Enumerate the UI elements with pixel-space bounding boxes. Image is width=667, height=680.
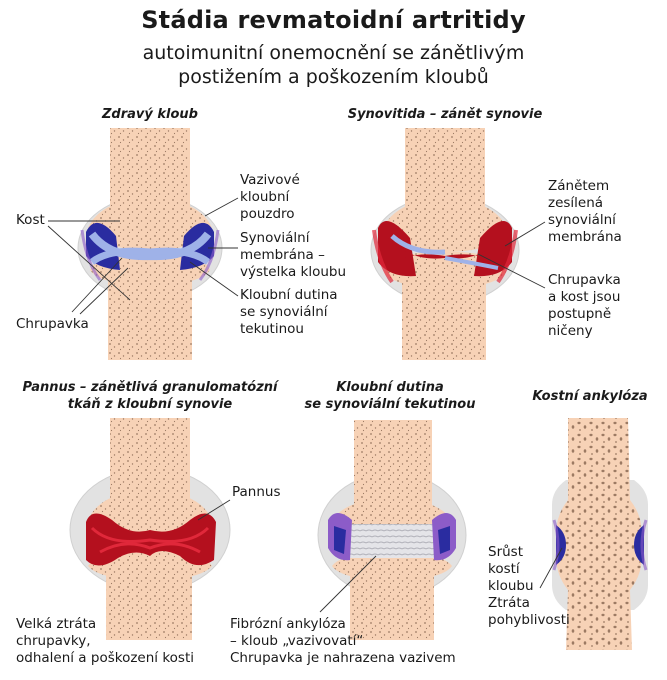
joint-bony — [552, 418, 648, 650]
joint-healthy — [77, 128, 223, 360]
page-subtitle-line1: autoimunitní onemocnění se zánětlivým — [142, 42, 525, 64]
pannus-leader-lines — [197, 499, 231, 521]
panel-title-fibrous-line2: se synoviální tekutinou — [304, 397, 476, 412]
label-cartilage-destroyed: Chrupavka a kost jsou postupně ničeny — [548, 272, 621, 339]
label-bone: Kost — [16, 212, 45, 228]
label-cartilage-loss: Velká ztráta chrupavky, odhalení a poško… — [16, 616, 194, 666]
label-thickened-membrane: Zánětem zesílená synoviální membrána — [548, 178, 622, 245]
panel-title-healthy: Zdravý kloub — [102, 107, 198, 122]
bony-leader-lines — [539, 547, 563, 589]
label-joint-cavity: Kloubní dutina se synoviální tekutinou — [240, 287, 338, 337]
panel-title-fibrous-line1: Kloubní dutina — [336, 380, 444, 395]
joint-fibrous — [317, 420, 467, 640]
panel-title-pannus-line1: Pannus – zánětlivá granulomatózní — [22, 380, 278, 395]
label-synovial-membrane: Synoviální membrána – výstelka kloubu — [240, 230, 347, 280]
page-subtitle-line2: postižením a poškozením kloubů — [178, 66, 489, 88]
synovitis-leader-lines — [477, 221, 546, 289]
panel-title-synovitis: Synovitida – zánět synovie — [347, 107, 543, 122]
healthy-leader-lines — [47, 197, 239, 315]
label-capsule: Vazivové kloubní pouzdro — [240, 172, 300, 222]
page-title: Stádia revmatoidní artritidy — [141, 6, 526, 34]
panel-title-pannus-line2: tkáň z kloubní synovie — [67, 397, 233, 412]
panel-title-bony: Kostní ankylóza — [532, 389, 648, 404]
label-cartilage: Chrupavka — [16, 316, 89, 332]
joint-synovitis — [370, 128, 520, 360]
label-bony-fusion: Srůst kostí kloubu Ztráta pohyblivosti — [488, 544, 570, 628]
label-pannus: Pannus — [232, 484, 281, 500]
fibrous-leader-lines — [319, 555, 377, 613]
joint-pannus — [69, 418, 231, 640]
label-fibrous-ankylosis: Fibrózní ankylóza – kloub „vazivovatí“ C… — [230, 616, 456, 666]
